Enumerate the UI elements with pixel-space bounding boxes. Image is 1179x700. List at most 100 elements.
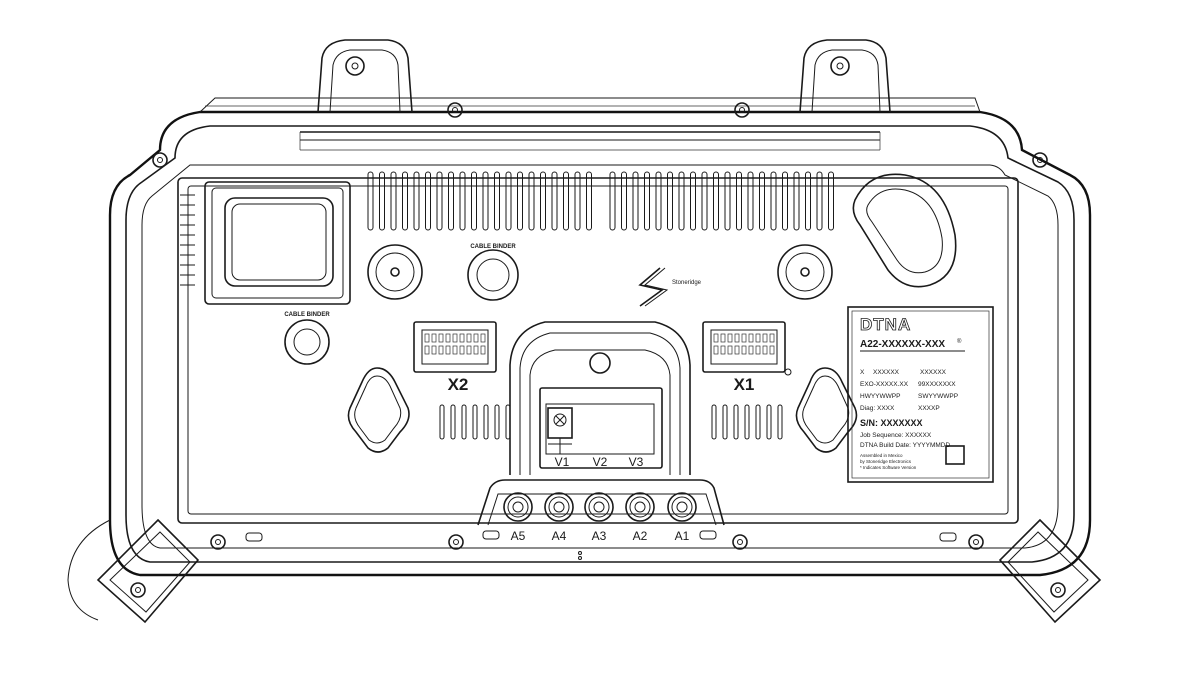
a-port-connector-ring (512, 501, 524, 513)
vent-slot (528, 171, 535, 231)
connector-pin (748, 333, 754, 343)
vent-slot (828, 171, 834, 231)
stoneridge-logo: Stoneridge (638, 267, 702, 307)
connector-pin (762, 333, 768, 343)
vent-slot (793, 171, 800, 231)
dtna-label-plate: DTNA A22-XXXXXX-XXX ® X XXXXXX XXXXXX EX… (847, 306, 994, 483)
a-port-block: A5 A4 A3 A2 A1 (245, 479, 957, 560)
connector-pin (748, 345, 754, 355)
a-port-label: A2 (633, 529, 648, 543)
vent-slots-top-left (367, 171, 592, 231)
mount-tab-left (317, 39, 413, 113)
vent-slot (711, 404, 717, 440)
a-port-connector-ring (671, 496, 693, 518)
a-port-connector-ring (634, 501, 646, 513)
connector-pin (438, 345, 444, 355)
label-row-text: HWYYWWPP (860, 393, 900, 400)
connector-pin (741, 333, 747, 343)
connector-pin (431, 333, 437, 343)
connector-pin (734, 333, 740, 343)
screw-icon (210, 534, 226, 550)
vent-slot (621, 171, 627, 231)
connector-pin (452, 333, 458, 343)
connector-pin (452, 345, 458, 355)
connector-pin (424, 333, 430, 343)
label-part-number: A22-XXXXXX-XXX (860, 339, 945, 350)
connector-pin (727, 345, 733, 355)
label-row-text: XXXXXX (873, 369, 900, 376)
vent-slot (782, 171, 788, 231)
label-brand: DTNA (860, 315, 911, 334)
label-row-text: X (860, 369, 865, 376)
display-window (204, 181, 351, 305)
vent-slot (448, 171, 454, 231)
connector-pin (480, 345, 486, 355)
connector-pin (480, 333, 486, 343)
label-assembly-note: by Stoneridge Electronics (860, 459, 912, 464)
diamond-hole-right (795, 367, 858, 453)
bracket-bottom-left (67, 518, 200, 624)
vent-slot (494, 404, 500, 440)
vent-slot (483, 404, 489, 440)
connector-pin (755, 345, 761, 355)
connector-pin (466, 345, 472, 355)
a-port-connector-ring (507, 496, 529, 518)
v-port-label: V1 (555, 455, 570, 469)
a-port-connector-ring (553, 501, 565, 513)
vent-slot (747, 171, 754, 231)
label-job-sequence: Job Sequence: XXXXXX (860, 432, 932, 439)
vent-slot (390, 171, 397, 231)
vent-slots-bottom-left (439, 404, 511, 440)
connector-pin (459, 333, 465, 343)
vent-slot (736, 171, 742, 231)
connector-pin (424, 345, 430, 355)
a-port-label: A3 (592, 529, 607, 543)
v-port-label: V2 (593, 455, 608, 469)
label-row-text: EXO-XXXXX.XX (860, 381, 909, 388)
vent-slot (805, 171, 811, 231)
a-port-label: A1 (675, 529, 690, 543)
left-edge-ribs (180, 194, 195, 286)
registered-mark-icon: ® (957, 338, 962, 345)
connector-pin (727, 333, 733, 343)
label-row-text: XXXXXX (920, 369, 947, 376)
vent-slots-bottom-right (711, 404, 783, 440)
connector-pin (720, 333, 726, 343)
label-serial: S/N: XXXXXXX (860, 418, 923, 428)
cable-binder-label-top: CABLE BINDER (470, 244, 516, 250)
mount-tab-right (799, 39, 891, 113)
a-port-connector-ring (625, 492, 655, 522)
connector-x1: X1 (702, 321, 792, 394)
connector-pin (734, 345, 740, 355)
a-port-connector-ring (548, 496, 570, 518)
cable-binder-port-top: CABLE BINDER (467, 244, 519, 301)
a-port-connector-ring (584, 492, 614, 522)
vent-slot (766, 404, 772, 440)
vent-slot (701, 171, 708, 231)
vent-slot (667, 171, 673, 231)
v-port-labels: V1 V2 V3 (555, 455, 644, 469)
screw-icon (734, 102, 750, 118)
latch-slot-right (699, 530, 717, 540)
screw-icon (1032, 152, 1048, 168)
connector-pin (431, 345, 437, 355)
cable-binder-port-left: CABLE BINDER (284, 312, 330, 365)
vent-slot (777, 404, 783, 440)
vent-slot (759, 171, 765, 231)
connector-pin (720, 345, 726, 355)
vent-slot (505, 171, 512, 231)
vent-slot (461, 404, 467, 440)
back-plate (177, 177, 1019, 524)
label-checkbox-square (945, 445, 965, 465)
label-assembly-note: Assembled in Mexico (860, 453, 903, 458)
screw-icon (732, 534, 748, 550)
a-port-connector-ring (544, 492, 574, 522)
connector-pin (769, 345, 775, 355)
connector-x1-label: X1 (734, 375, 755, 394)
connector-pin (713, 333, 719, 343)
vent-slot (472, 404, 478, 440)
vent-slot (690, 171, 696, 231)
connector-pin (473, 345, 479, 355)
vent-slot (563, 171, 569, 231)
connector-pin (438, 333, 444, 343)
